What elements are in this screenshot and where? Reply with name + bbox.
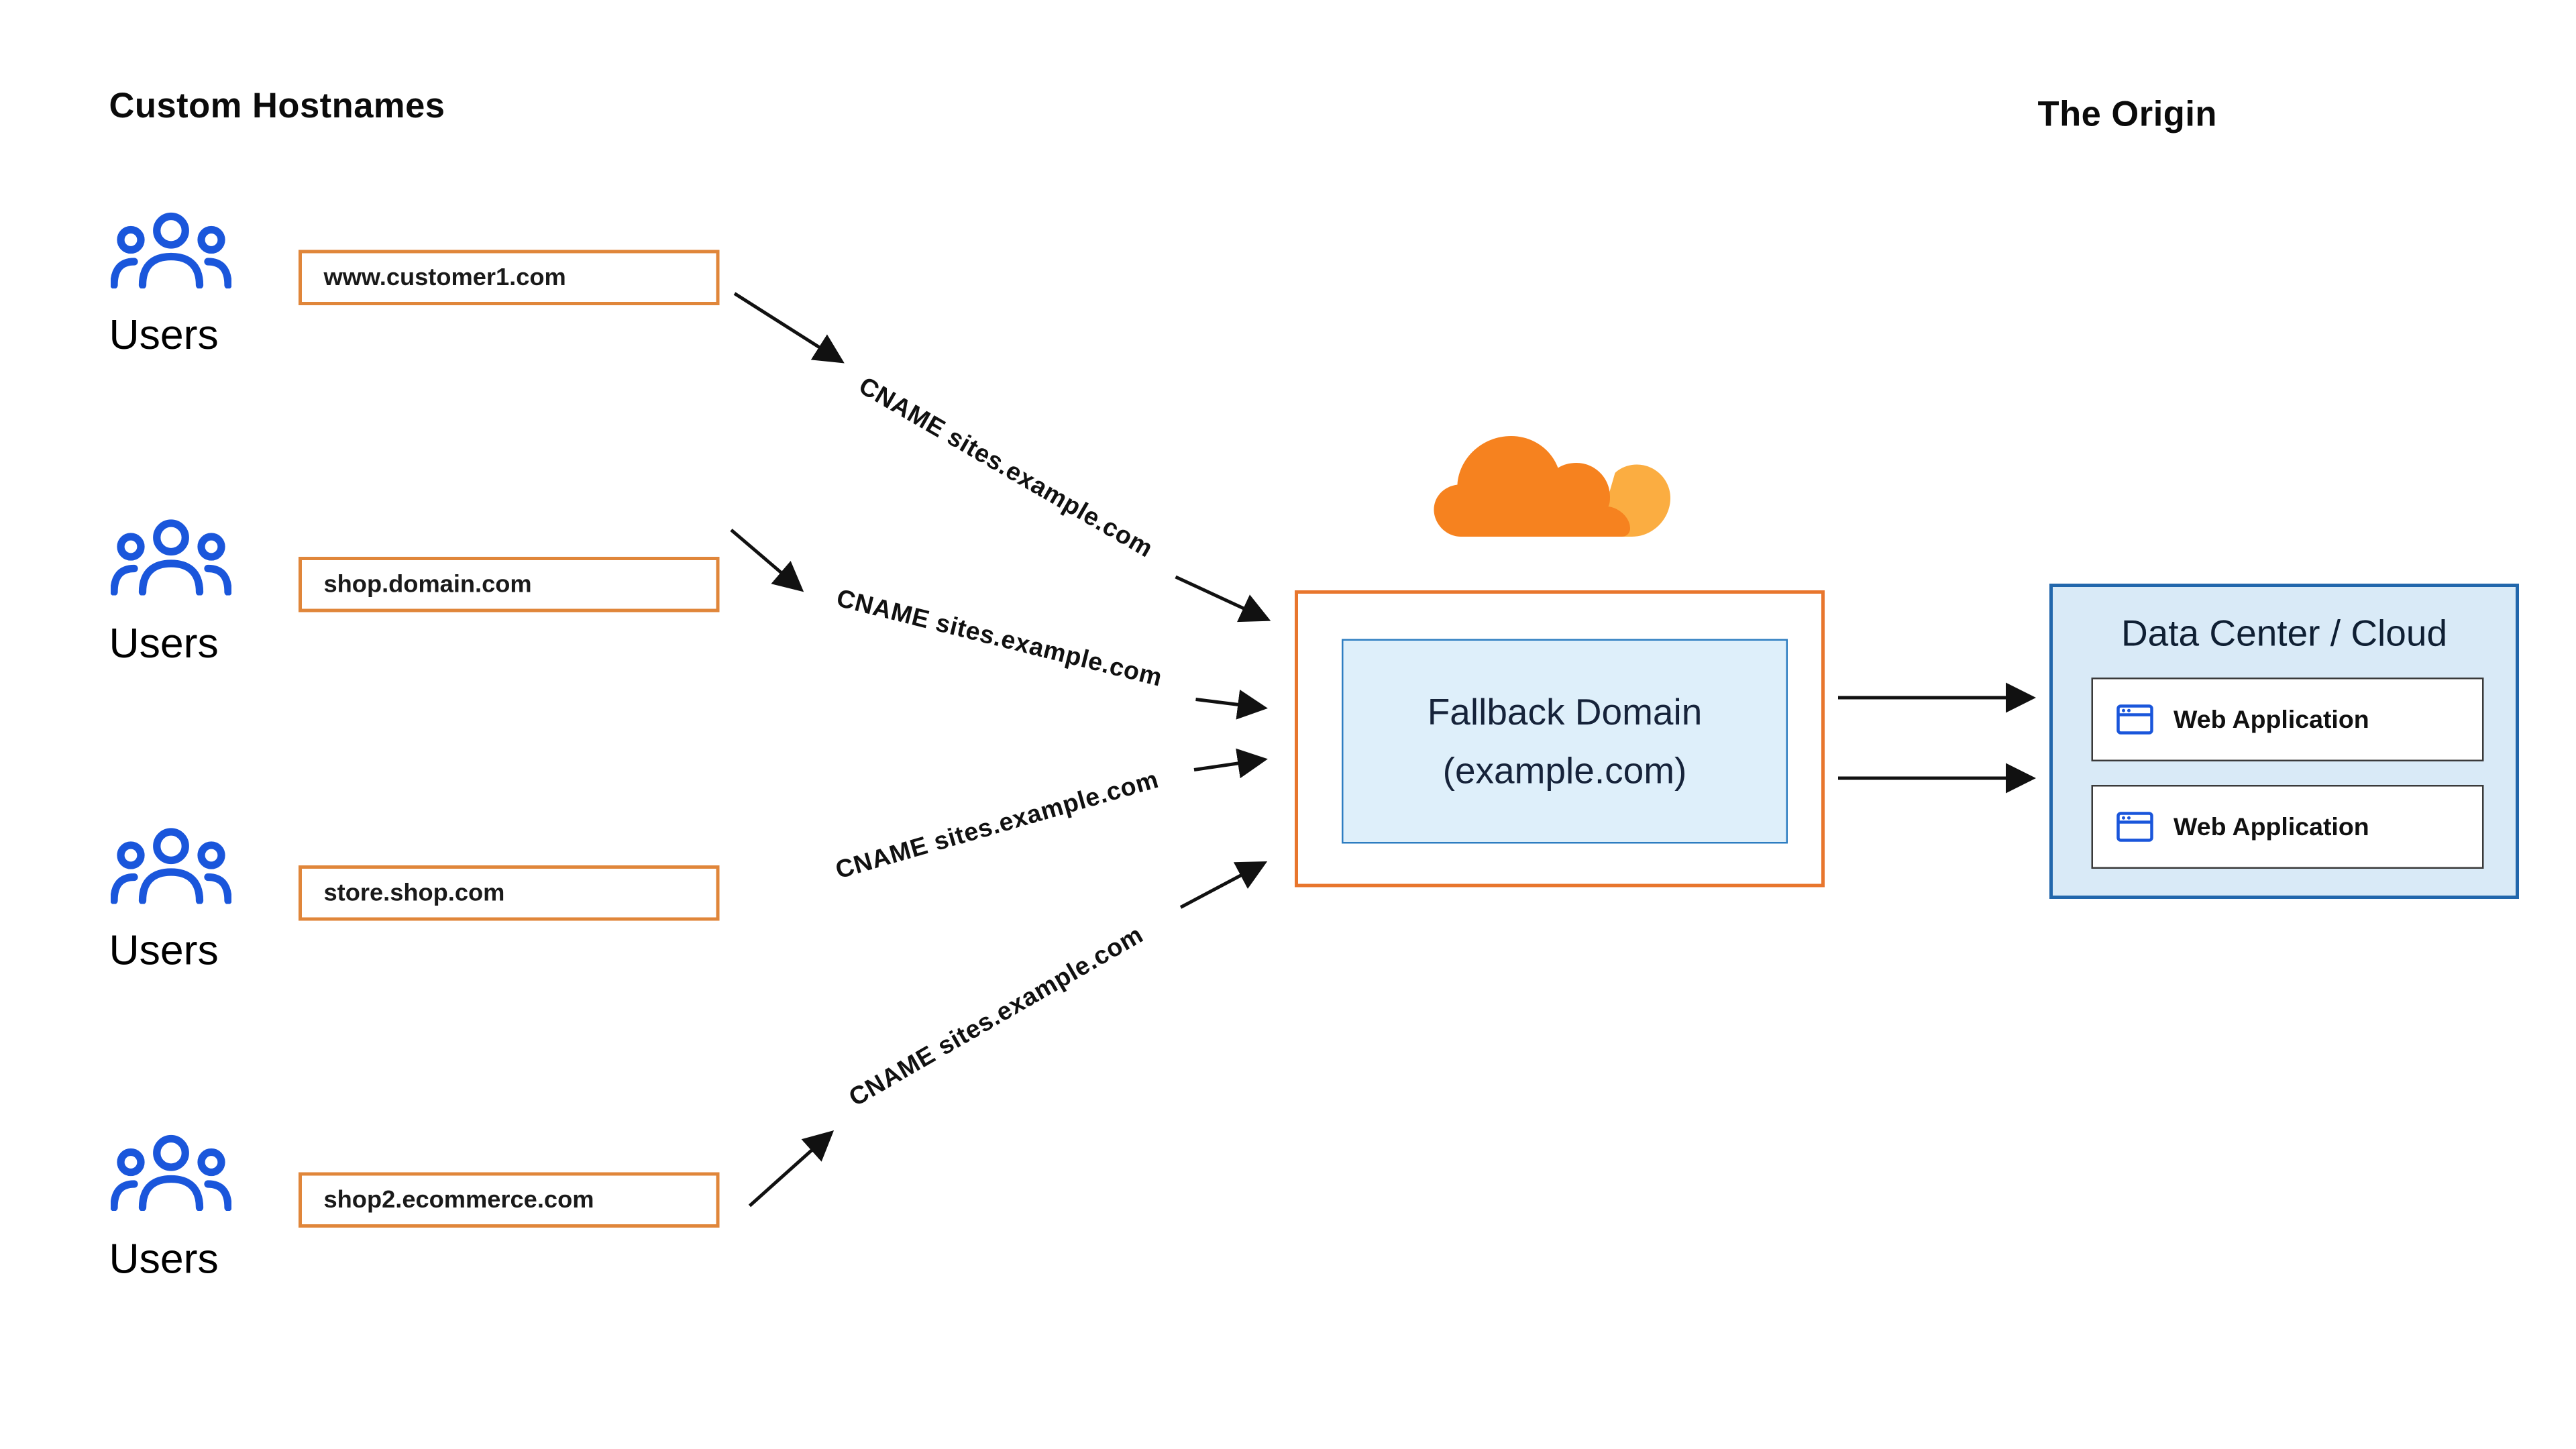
hostname-box-3: store.shop.com (299, 865, 720, 921)
data-center-title: Data Center / Cloud (2121, 612, 2448, 655)
custom-hostnames-heading: Custom Hostnames (109, 87, 445, 126)
users-icon (110, 828, 232, 905)
users-icon (110, 519, 232, 596)
hostname-label: www.customer1.com (323, 264, 566, 291)
browser-window-icon (2116, 704, 2153, 735)
users-group-4 (110, 1134, 232, 1220)
fallback-domain-line1: Fallback Domain (1427, 690, 1703, 733)
hostname-box-1: www.customer1.com (299, 250, 720, 305)
cname-label: CNAME sites.example.com (834, 584, 1165, 692)
cname-label: CNAME sites.example.com (844, 920, 1148, 1112)
hostname-box-2: shop.domain.com (299, 557, 720, 612)
cname-label: CNAME sites.example.com (833, 765, 1162, 884)
data-center-box: Data Center / Cloud Web Application Web (2049, 584, 2519, 899)
origin-heading: The Origin (2037, 95, 2217, 135)
hostname-label: shop2.ecommerce.com (323, 1186, 594, 1214)
web-application-box-2: Web Application (2091, 785, 2484, 869)
users-group-2 (110, 519, 232, 604)
cloudflare-logo-icon (1434, 416, 1686, 559)
arrow (1175, 575, 1271, 623)
web-application-box-1: Web Application (2091, 678, 2484, 761)
arrow (1195, 690, 1268, 720)
arrow (1179, 861, 1268, 909)
fallback-domain-outer-box: Fallback Domain (example.com) (1295, 590, 1825, 888)
arrow (1193, 748, 1268, 779)
users-icon (110, 212, 232, 289)
users-label: Users (109, 1236, 219, 1283)
web-application-label: Web Application (2174, 812, 2369, 841)
hostname-box-4: shop2.ecommerce.com (299, 1172, 720, 1228)
users-label: Users (109, 621, 219, 667)
users-label: Users (109, 927, 219, 975)
browser-window-icon (2116, 812, 2153, 842)
fallback-domain-line2: (example.com) (1442, 749, 1687, 791)
hostname-label: store.shop.com (323, 879, 505, 907)
arrow (730, 529, 804, 592)
users-icon (110, 1134, 232, 1212)
hostname-label: shop.domain.com (323, 571, 532, 598)
fallback-domain-box: Fallback Domain (example.com) (1342, 639, 1788, 844)
users-group-3 (110, 827, 232, 913)
arrow (733, 292, 845, 364)
arrow (748, 1130, 835, 1208)
web-application-label: Web Application (2174, 705, 2369, 734)
users-label: Users (109, 312, 219, 359)
users-group-1 (110, 211, 232, 297)
cname-label: CNAME sites.example.com (855, 371, 1159, 563)
